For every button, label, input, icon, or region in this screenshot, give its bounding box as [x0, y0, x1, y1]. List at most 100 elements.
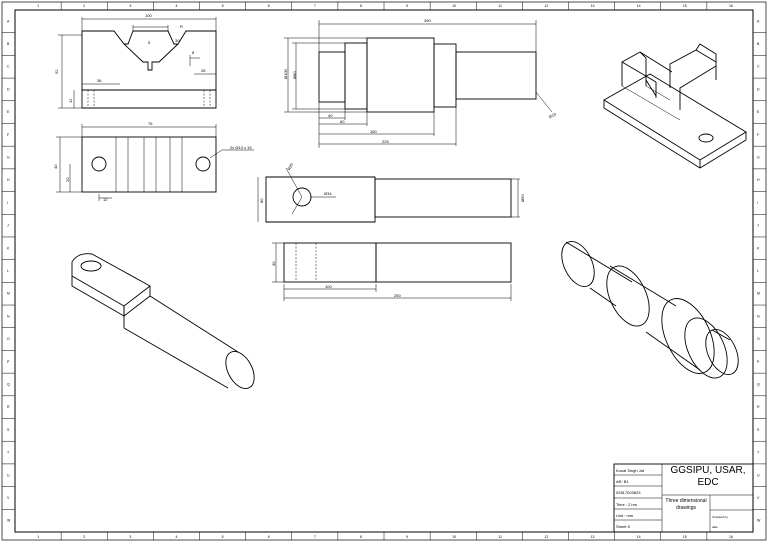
zone-letter-label: C — [757, 65, 760, 69]
support-front-view: 100 52 36 26 12 30 5 8 R — [54, 13, 217, 109]
support-isometric — [603, 43, 747, 169]
zone-letter-label: U — [757, 473, 760, 477]
zone-number-label: 8 — [360, 535, 362, 539]
zone-number-label: 1 — [37, 4, 39, 8]
zone-letter-label: T — [7, 451, 10, 455]
zone-number-label: 9 — [406, 535, 408, 539]
zone-letter-label: M — [757, 292, 760, 296]
zone-number-label: 3 — [129, 535, 131, 539]
zone-letter-label: A — [7, 19, 10, 23]
shaft-radius: R10 — [548, 111, 558, 119]
zone-number-label: 8 — [360, 4, 362, 8]
support-front-slot: 5 — [148, 40, 151, 45]
zone-number-label: 1 — [37, 535, 39, 539]
support-front-top-width: 100 — [145, 13, 152, 18]
zone-letter-label: E — [757, 110, 760, 114]
zone-letter-label: W — [757, 519, 761, 523]
lever-front-bore: Ø34 — [324, 191, 332, 196]
zone-letter-label: N — [7, 314, 10, 318]
zone-number-label: 9 — [406, 4, 408, 8]
zone-letter-label: F — [7, 133, 9, 137]
zone-number-label: 14 — [637, 4, 641, 8]
zone-letter-label: M — [7, 292, 10, 296]
zone-letter-label: O — [757, 337, 760, 341]
shaft-overall-length: 390 — [424, 18, 431, 23]
zone-letter-label: H — [7, 178, 10, 182]
zone-number-label: 2 — [83, 4, 85, 8]
zone-letter-label: P — [757, 360, 760, 364]
support-front-radius: R — [180, 24, 183, 29]
support-front-base: 12 — [68, 98, 73, 103]
zone-number-label: 14 — [637, 535, 641, 539]
zone-letter-label: H — [757, 178, 760, 182]
tb-sheet: Sheet 5 — [616, 524, 631, 529]
tb-institute: GGSIPU, USAR, EDC — [670, 465, 746, 488]
zone-letter-label: E — [7, 110, 10, 114]
tb-title: Three dimensional drawings — [665, 498, 707, 511]
zone-letter-label: T — [757, 451, 760, 455]
zone-letter-label: N — [757, 314, 760, 318]
zone-letter-label: L — [7, 269, 9, 273]
shaft-dia-80: Ø80 — [292, 71, 297, 79]
zone-number-label: 6 — [268, 4, 270, 8]
support-top-view: 76 40 20 12 2x Ø13 x 15 — [53, 121, 254, 202]
lever-isometric — [71, 253, 255, 389]
support-top-length: 76 — [148, 121, 153, 126]
lever-front-height: 80 — [259, 198, 264, 203]
zone-letter-label: I — [757, 201, 758, 205]
zone-letter-label: V — [7, 496, 10, 500]
zone-number-label: 13 — [591, 535, 595, 539]
zone-number-label: 2 — [83, 535, 85, 539]
zone-number-label: 15 — [683, 535, 687, 539]
tb-time: Time : 2 hrs — [616, 502, 637, 507]
zone-letter-label: P — [7, 360, 10, 364]
title-block — [613, 463, 754, 533]
zone-letter-label: B — [7, 42, 10, 46]
zone-number-label: 12 — [544, 4, 548, 8]
shaft-dim-60: 60 — [340, 119, 345, 124]
shaft-isometric — [561, 241, 739, 379]
lever-front-radius: R20 — [286, 161, 294, 171]
zone-number-label: 10 — [452, 535, 456, 539]
lever-top-height: 40 — [271, 261, 276, 266]
zone-letter-label: R — [757, 405, 760, 409]
tb-roll: 02817003823 — [616, 490, 641, 495]
support-front-height: 52 — [54, 69, 59, 74]
zone-number-label: 11 — [498, 535, 502, 539]
zone-number-label: 7 — [314, 4, 316, 8]
zone-number-label: 4 — [175, 535, 177, 539]
zone-letter-label: O — [7, 337, 10, 341]
support-top-hole-pos: 12 — [103, 197, 108, 202]
shaft-dim-40: 40 — [328, 113, 333, 118]
zone-letter-label: S — [757, 428, 760, 432]
inner-border — [14, 9, 754, 533]
zone-number-label: 13 — [591, 4, 595, 8]
zone-letter-label: Q — [7, 382, 10, 386]
zone-number-label: 15 — [683, 4, 687, 8]
tb-unit: Unit : mm — [616, 513, 634, 518]
zone-number-label: 5 — [222, 4, 224, 8]
zone-letter-label: W — [7, 519, 11, 523]
tb-name: Kunal Singh Jat — [616, 468, 645, 473]
lever-front-rod-dia: Ø50 — [520, 194, 525, 202]
zone-letter-label: U — [7, 473, 10, 477]
support-front-vee: 30 — [175, 38, 180, 43]
lever-top-100: 100 — [325, 284, 332, 289]
zone-number-label: 6 — [268, 535, 270, 539]
zone-number-label: 16 — [729, 535, 733, 539]
zone-number-label: 7 — [314, 535, 316, 539]
support-front-notch: 8 — [192, 50, 195, 55]
zone-letter-label: V — [757, 496, 760, 500]
tb-checked-by: Checked by — [712, 515, 728, 519]
support-front-right-step: 26 — [201, 68, 206, 73]
tb-ar: AR: B1 — [616, 479, 629, 484]
zone-number-label: 10 — [452, 4, 456, 8]
zone-letter-label: J — [757, 224, 759, 228]
zone-letter-label: D — [7, 87, 10, 91]
zone-number-label: 16 — [729, 4, 733, 8]
zone-letter-label: G — [757, 156, 760, 160]
lever-top-view: 40 100 250 — [271, 242, 512, 301]
shaft-dim-225: 225 — [382, 139, 389, 144]
lever-top-250: 250 — [394, 293, 401, 298]
